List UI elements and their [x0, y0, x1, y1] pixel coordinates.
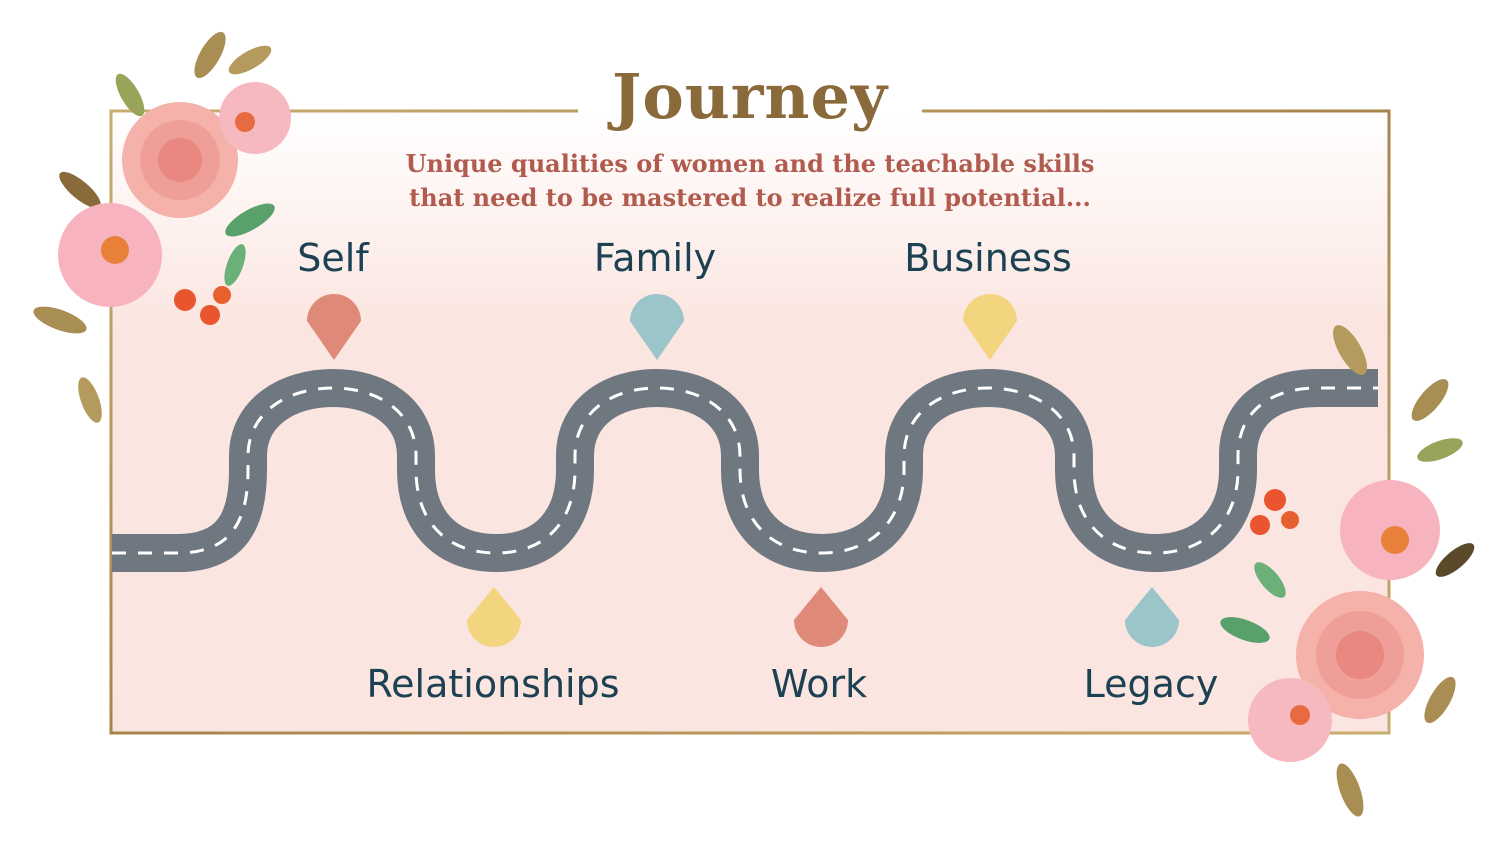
location-pin-work	[794, 587, 848, 647]
stop-label-self: Self	[297, 236, 369, 280]
stop-label-work: Work	[770, 662, 868, 706]
stop-label-relationships: Relationships	[366, 662, 620, 706]
subtitle-line-1: Unique qualities of women and the teacha…	[405, 149, 1095, 178]
location-pin-legacy	[1125, 587, 1179, 647]
page-title: Journey	[612, 60, 888, 133]
floral-decoration-top-left	[33, 31, 291, 423]
location-pin-relationships	[467, 587, 521, 647]
stop-label-business: Business	[904, 236, 1072, 280]
location-pin-family	[630, 294, 684, 360]
winding-road	[112, 368, 1378, 573]
location-pins	[307, 294, 1179, 647]
page-subtitle: Unique qualities of women and the teacha…	[330, 147, 1170, 215]
subtitle-line-2: that need to be mastered to realize full…	[409, 183, 1091, 212]
stop-label-legacy: Legacy	[1083, 662, 1219, 706]
location-pin-business	[963, 294, 1017, 360]
location-pin-self	[307, 294, 361, 360]
floral-decoration-bottom-right	[1220, 325, 1475, 817]
stop-label-family: Family	[593, 236, 717, 280]
